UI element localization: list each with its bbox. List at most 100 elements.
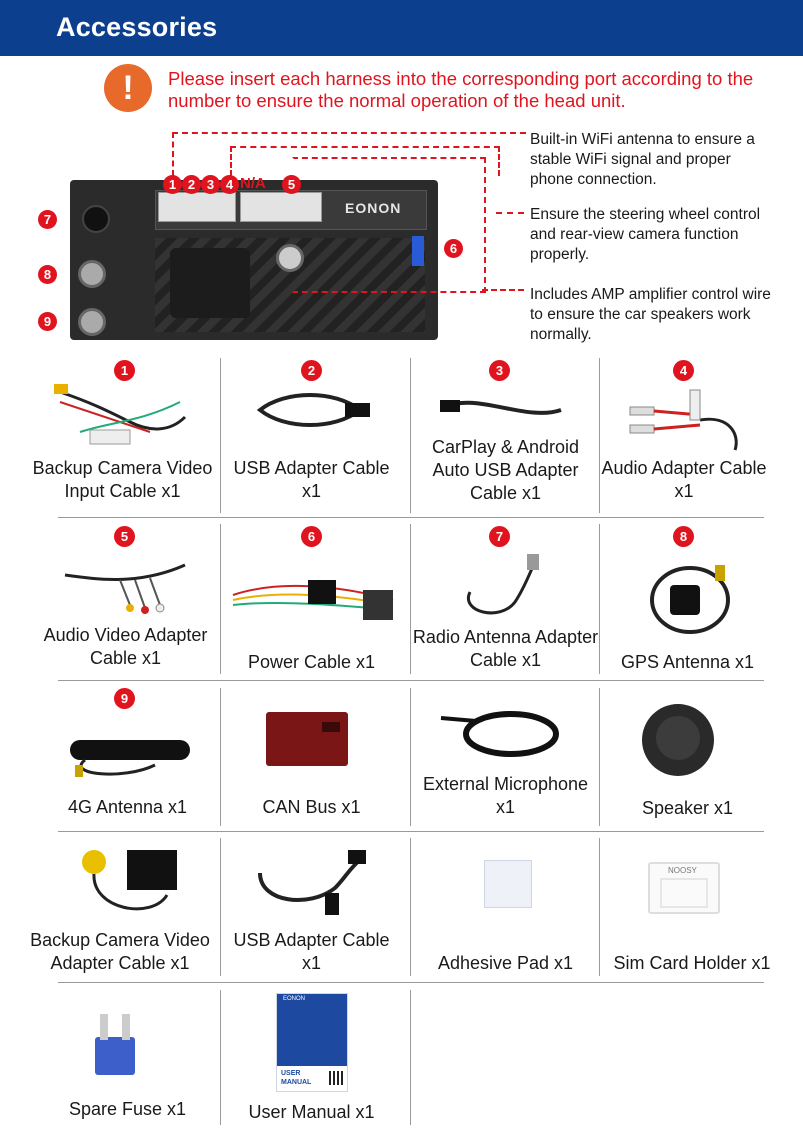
col-divider [410, 990, 411, 1125]
port-number-3: 3 [201, 175, 220, 194]
port-number-6: 6 [444, 239, 463, 258]
note-wifi: Built-in WiFi antenna to ensure a stable… [530, 131, 755, 188]
callout-line-steering-b [496, 212, 524, 214]
backup-camera-cable-image [54, 384, 187, 445]
item-number-7: 7 [489, 526, 510, 547]
head-unit-rear-panel: EONON [70, 180, 438, 340]
item-caption-12: Speaker x1 [641, 798, 734, 818]
port-number-2: 2 [182, 175, 201, 194]
item-number-1: 1 [114, 360, 135, 381]
col-divider [220, 688, 221, 826]
manual-title-line1: USER [281, 1070, 301, 1077]
usb-adapter-cable-image [258, 850, 366, 915]
col-divider [220, 990, 221, 1125]
item-caption-18: User Manual x1 [248, 1102, 375, 1122]
item-caption-4: Audio Adapter Cable x1 [601, 458, 767, 501]
manual-brand: EONON [283, 996, 306, 1002]
carplay-usb-cable-image [440, 400, 562, 415]
col-divider [410, 358, 411, 513]
antenna-port-8 [78, 260, 106, 288]
gps-antenna-image [650, 565, 730, 634]
port-number-5: 5 [282, 175, 301, 194]
item-caption-8: GPS Antenna x1 [620, 652, 755, 672]
row-divider-4 [58, 982, 764, 983]
adhesive-pad-image [484, 860, 532, 908]
can-bus-image [266, 712, 348, 766]
backup-camera-adapter-image [82, 850, 177, 911]
port-na-label: N/A [240, 175, 266, 192]
audio-adapter-cable-image [629, 389, 738, 451]
4g-antenna-image [70, 740, 190, 777]
warning-text: Please insert each harness into the corr… [168, 68, 754, 111]
port-number-8: 8 [38, 265, 57, 284]
sim-slot [660, 878, 708, 908]
power-cable-image [232, 580, 394, 620]
speaker-image [642, 704, 714, 776]
port-number-1: 1 [163, 175, 182, 194]
col-divider [410, 688, 411, 826]
col-divider [220, 358, 221, 513]
connector-block-1 [158, 192, 236, 222]
callout-line-wifi [172, 132, 526, 176]
aux-port [276, 244, 304, 272]
item-number-3: 3 [489, 360, 510, 381]
col-divider [599, 688, 600, 826]
antenna-port-9 [78, 308, 106, 336]
col-divider [410, 838, 411, 976]
radio-antenna-cable-image [466, 554, 539, 615]
item-caption-14: USB Adapter Cable x1 [233, 930, 390, 973]
sim-card-holder-image: NOOSY [648, 862, 720, 914]
item-number-9: 9 [114, 688, 135, 709]
port-number-9: 9 [38, 312, 57, 331]
unit-brand-logo: EONON [345, 200, 402, 216]
item-caption-16: Sim Card Holder x1 [613, 953, 771, 973]
port-number-4: 4 [220, 175, 239, 194]
item-caption-13: Backup Camera Video Adapter Cable x1 [30, 930, 210, 973]
item-caption-15: Adhesive Pad x1 [437, 953, 574, 973]
user-manual-image: EONON USER MANUAL [276, 993, 348, 1092]
item-number-6: 6 [301, 526, 322, 547]
item-caption-5: Audio Video Adapter Cable x1 [43, 625, 208, 668]
item-number-8: 8 [673, 526, 694, 547]
callout-line-steering-a [230, 146, 500, 176]
col-divider [599, 838, 600, 976]
item-caption-1: Backup Camera Video Input Cable x1 [32, 458, 213, 501]
item-caption-2: USB Adapter Cable x1 [233, 458, 390, 501]
usb-cable-image [256, 393, 370, 427]
row-divider-3 [58, 831, 764, 832]
connector-block-2 [240, 192, 322, 222]
col-divider [599, 524, 600, 674]
col-divider [410, 524, 411, 674]
row-divider-1 [58, 517, 764, 518]
cooling-fan [170, 248, 250, 318]
qr-code-icon [329, 1071, 343, 1085]
item-caption-7: Radio Antenna Adapter Cable x1 [412, 627, 599, 670]
item-caption-6: Power Cable x1 [247, 652, 376, 672]
item-number-5: 5 [114, 526, 135, 547]
item-caption-3: CarPlay & Android Auto USB Adapter Cable… [431, 437, 580, 503]
item-caption-10: CAN Bus x1 [262, 797, 361, 817]
exclamation-icon: ! [104, 64, 152, 112]
item-caption-11: External Microphone x1 [422, 774, 589, 817]
col-divider [599, 358, 600, 513]
page-title: Accessories [56, 12, 218, 42]
port-number-7: 7 [38, 210, 57, 229]
mic-port [82, 205, 110, 233]
col-divider [220, 838, 221, 976]
item-caption-17: Spare Fuse x1 [68, 1099, 187, 1119]
sim-holder-brand: NOOSY [668, 866, 697, 875]
page-header: Accessories [0, 0, 803, 56]
col-divider [220, 524, 221, 674]
note-amp: Includes AMP amplifier control wire to e… [530, 286, 771, 343]
external-microphone-image [440, 711, 559, 757]
blue-port-6 [412, 236, 424, 266]
spare-fuse-image [95, 1014, 135, 1075]
item-number-4: 4 [673, 360, 694, 381]
audio-video-cable-image [64, 563, 186, 614]
row-divider-2 [58, 680, 764, 681]
manual-title-line2: MANUAL [281, 1079, 312, 1086]
callout-line-amp [292, 157, 486, 293]
item-caption-9: 4G Antenna x1 [67, 797, 188, 817]
note-steering: Ensure the steering wheel control and re… [530, 206, 761, 263]
callout-line-amp-b [482, 289, 524, 291]
